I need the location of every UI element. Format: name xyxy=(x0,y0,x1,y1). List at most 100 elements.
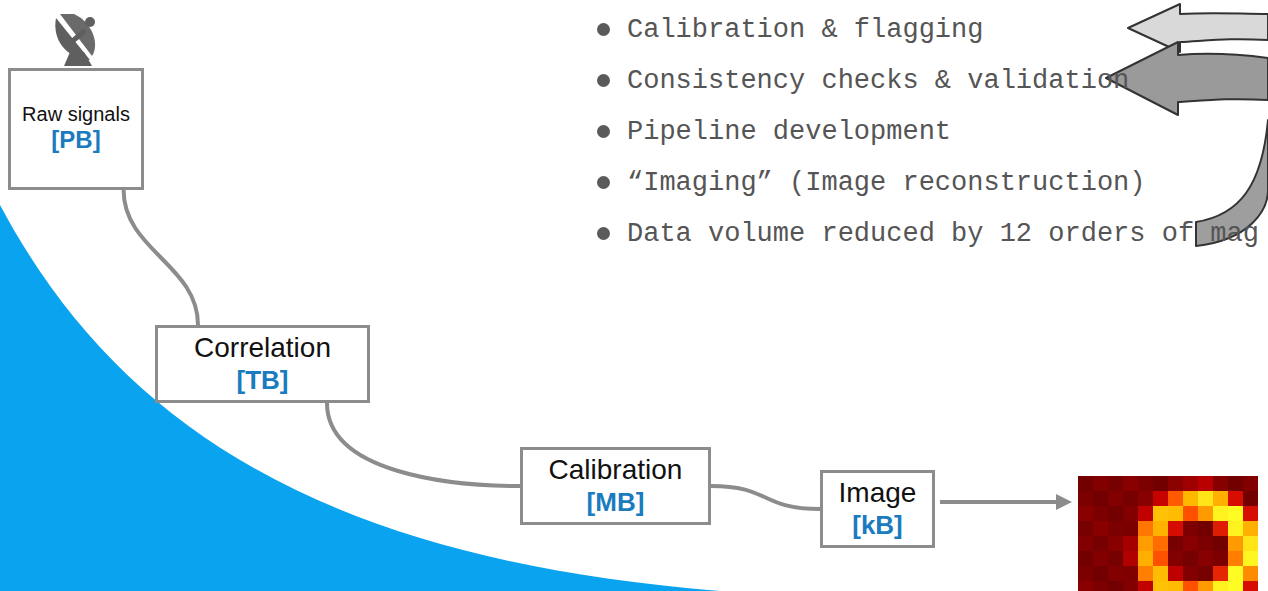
image-pixel xyxy=(1228,491,1243,506)
image-pixel xyxy=(1168,506,1183,521)
stage-name: Image xyxy=(839,477,917,509)
bullet-item: Pipeline development xyxy=(593,117,951,147)
image-pixel xyxy=(1138,551,1153,566)
bullet-item: Data volume reduced by 12 orders of mag xyxy=(593,219,1259,249)
data-size: [PB] xyxy=(51,126,100,155)
image-pixel xyxy=(1138,536,1153,551)
image-pixel xyxy=(1243,566,1258,581)
image-pixel xyxy=(1168,491,1183,506)
image-pixel xyxy=(1228,476,1243,491)
image-pixel xyxy=(1078,566,1093,581)
data-size: [MB] xyxy=(587,487,645,518)
image-pixel xyxy=(1183,476,1198,491)
image-pixel xyxy=(1213,551,1228,566)
bullet-dot xyxy=(597,176,610,189)
image-pixel xyxy=(1243,476,1258,491)
image-pixel xyxy=(1123,506,1138,521)
image-pixel xyxy=(1183,506,1198,521)
image-pixel xyxy=(1153,476,1168,491)
bullet-dot xyxy=(597,23,610,36)
image-pixel xyxy=(1243,491,1258,506)
bullet-text: Calibration & flagging xyxy=(627,15,983,45)
image-pixel xyxy=(1213,521,1228,536)
image-pixel xyxy=(1228,506,1243,521)
image-pixel xyxy=(1183,566,1198,581)
reconstructed-image xyxy=(1078,476,1258,591)
data-size: [TB] xyxy=(237,365,289,396)
image-pixel xyxy=(1228,551,1243,566)
bullet-text: Data volume reduced by 12 orders of mag xyxy=(627,219,1259,249)
stage-name: Calibration xyxy=(549,454,683,486)
image-pixel xyxy=(1078,521,1093,536)
image-pixel xyxy=(1153,491,1168,506)
image-pixel xyxy=(1108,506,1123,521)
image-pixel xyxy=(1183,536,1198,551)
image-pixel xyxy=(1198,521,1213,536)
image-pixel xyxy=(1108,536,1123,551)
bullet-item: Consistency checks & validation xyxy=(593,66,1129,96)
image-pixel xyxy=(1198,551,1213,566)
image-pixel xyxy=(1198,476,1213,491)
image-pixel xyxy=(1093,551,1108,566)
image-pixel xyxy=(1213,491,1228,506)
image-pixel xyxy=(1123,566,1138,581)
image-pixel xyxy=(1153,566,1168,581)
flow-line xyxy=(124,190,198,325)
image-pixel xyxy=(1228,581,1243,591)
image-pixel xyxy=(1213,476,1228,491)
image-pixel xyxy=(1213,536,1228,551)
stage-box: Correlation[TB] xyxy=(155,325,370,403)
image-pixel xyxy=(1198,491,1213,506)
image-pixel xyxy=(1168,536,1183,551)
image-pixel xyxy=(1123,491,1138,506)
image-pixel xyxy=(1093,536,1108,551)
image-pixel xyxy=(1078,581,1093,591)
dish-icon xyxy=(55,14,95,66)
stage-box: Calibration[MB] xyxy=(520,447,711,525)
flow-line xyxy=(711,486,820,509)
image-pixel xyxy=(1078,551,1093,566)
image-pixel xyxy=(1078,536,1093,551)
image-pixel xyxy=(1168,521,1183,536)
image-pixel xyxy=(1078,476,1093,491)
stage-box: Image[kB] xyxy=(820,470,935,548)
image-pixel xyxy=(1093,581,1108,591)
image-pixel xyxy=(1108,551,1123,566)
image-pixel xyxy=(1228,566,1243,581)
image-pixel xyxy=(1243,536,1258,551)
image-pixel xyxy=(1153,536,1168,551)
image-pixel xyxy=(1198,536,1213,551)
image-pixel xyxy=(1153,551,1168,566)
image-pixel xyxy=(1198,566,1213,581)
image-pixel xyxy=(1168,551,1183,566)
output-arrow xyxy=(940,494,1072,510)
image-pixel xyxy=(1123,476,1138,491)
bullet-text: Pipeline development xyxy=(627,117,951,147)
stage-box: Raw signals[PB] xyxy=(8,68,144,190)
image-pixel xyxy=(1093,491,1108,506)
image-pixel xyxy=(1123,551,1138,566)
data-size: [kB] xyxy=(852,510,903,541)
image-pixel xyxy=(1138,506,1153,521)
image-pixel xyxy=(1108,491,1123,506)
image-pixel xyxy=(1108,476,1123,491)
bullet-text: “Imaging” (Image reconstruction) xyxy=(627,168,1145,198)
image-pixel xyxy=(1078,491,1093,506)
bullet-item: Calibration & flagging xyxy=(593,15,983,45)
image-pixel xyxy=(1138,491,1153,506)
image-pixel xyxy=(1243,506,1258,521)
image-pixel xyxy=(1168,476,1183,491)
image-pixel xyxy=(1138,476,1153,491)
image-pixel xyxy=(1108,581,1123,591)
stage-name: Correlation xyxy=(194,332,331,364)
bullet-text: Consistency checks & validation xyxy=(627,66,1129,96)
image-pixel xyxy=(1243,581,1258,591)
image-pixel xyxy=(1108,521,1123,536)
image-pixel xyxy=(1138,566,1153,581)
image-pixel xyxy=(1168,566,1183,581)
image-pixel xyxy=(1123,581,1138,591)
image-pixel xyxy=(1168,581,1183,591)
image-pixel xyxy=(1183,581,1198,591)
image-pixel xyxy=(1108,566,1123,581)
image-pixel xyxy=(1183,491,1198,506)
